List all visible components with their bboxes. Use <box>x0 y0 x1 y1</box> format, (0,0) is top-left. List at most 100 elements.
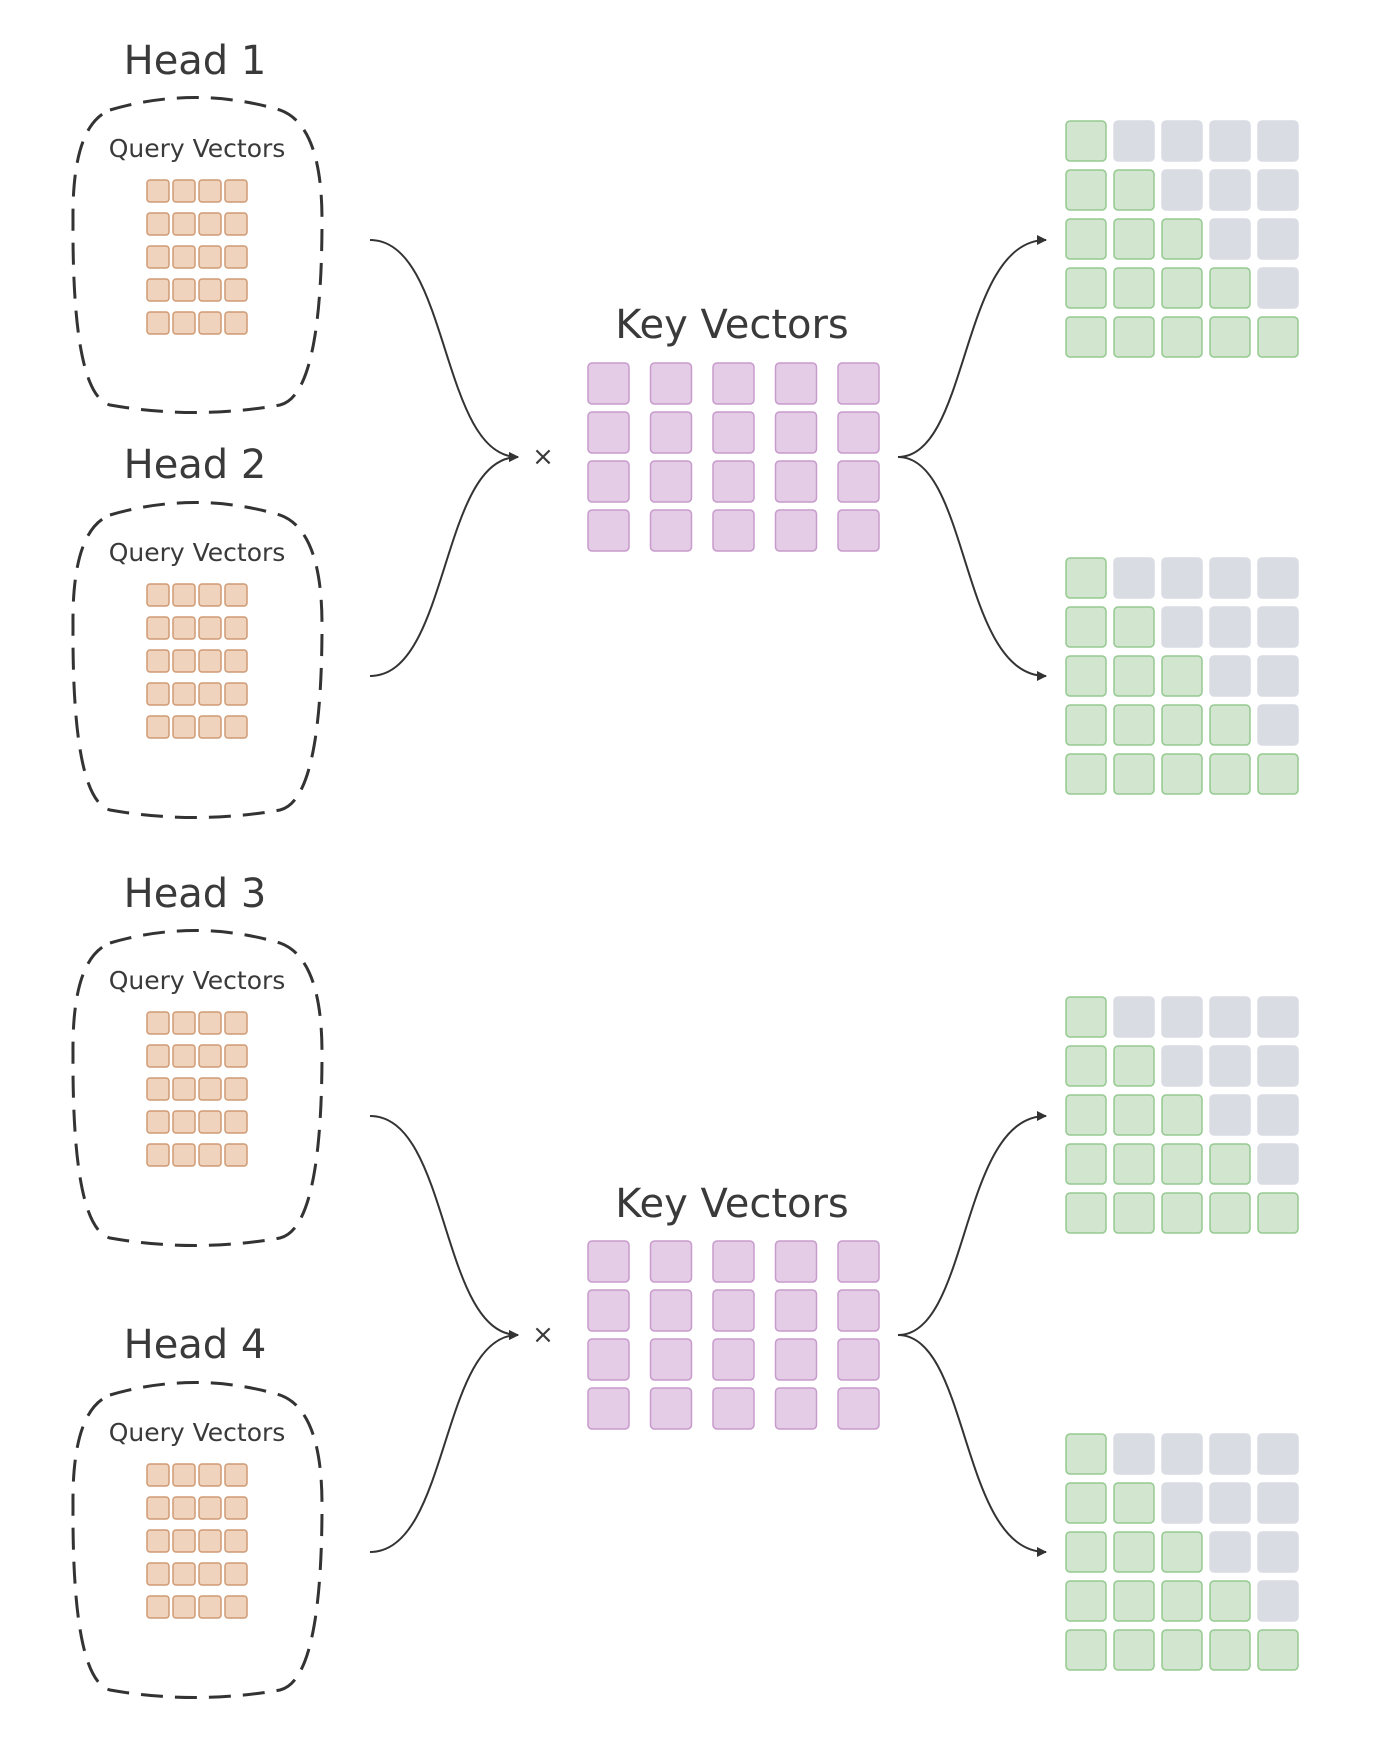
key-vector-cell <box>712 1338 755 1381</box>
query-vector-cell <box>198 278 222 302</box>
attention-score-cell <box>1257 169 1299 211</box>
attention-score-cell <box>1257 1482 1299 1524</box>
query-vector-cell <box>198 682 222 706</box>
query-vector-cell <box>198 212 222 236</box>
key-vector-cell <box>774 362 818 405</box>
query-vector-cell <box>146 245 170 269</box>
head-1-attention-scores <box>1065 120 1299 358</box>
attention-score-cell <box>1161 1531 1203 1573</box>
head-2-arrow <box>369 452 519 677</box>
head-3-query-grid <box>146 1011 248 1167</box>
attention-score-cell <box>1209 1143 1251 1185</box>
head-2-query-grid <box>146 583 248 739</box>
attention-score-cell <box>1065 120 1107 162</box>
attention-score-cell <box>1113 1192 1155 1234</box>
query-vector-cell <box>224 1529 248 1553</box>
attention-score-cell <box>1161 1094 1203 1136</box>
attention-score-cell <box>1065 218 1107 260</box>
attention-score-cell <box>1209 1192 1251 1234</box>
attention-score-cell <box>1113 120 1155 162</box>
head-4-arrow <box>369 1330 519 1553</box>
attention-score-cell <box>1113 1094 1155 1136</box>
query-vector-cell <box>172 1529 196 1553</box>
key-vector-cell <box>649 1387 693 1430</box>
attention-score-cell <box>1161 1143 1203 1185</box>
key-vector-cell <box>587 1289 630 1332</box>
attention-score-cell <box>1065 1482 1107 1524</box>
query-vector-cell <box>146 1463 170 1487</box>
query-vector-cell <box>198 715 222 739</box>
key-vectors-grid <box>587 362 880 552</box>
key-vector-cell <box>649 460 693 503</box>
query-vector-cell <box>146 212 170 236</box>
attention-score-cell <box>1257 606 1299 648</box>
attention-score-cell <box>1065 655 1107 697</box>
key-vector-cell <box>587 411 630 454</box>
score-4-arrow <box>897 1334 1047 1557</box>
key-vector-cell <box>649 1289 693 1332</box>
key-vector-cell <box>774 1338 818 1381</box>
attention-score-cell <box>1257 120 1299 162</box>
query-vector-cell <box>172 649 196 673</box>
query-vector-cell <box>172 245 196 269</box>
head-4-query-label: Query Vectors <box>109 1418 286 1447</box>
attention-score-cell <box>1209 704 1251 746</box>
attention-score-cell <box>1257 1094 1299 1136</box>
key-vector-cell <box>837 411 880 454</box>
query-vector-cell <box>224 278 248 302</box>
head-4-title: Head 4 <box>124 1322 267 1368</box>
query-vector-cell <box>198 649 222 673</box>
query-vector-cell <box>172 1595 196 1619</box>
head-3-query-label: Query Vectors <box>109 966 286 995</box>
key-vector-cell <box>837 1387 880 1430</box>
query-vector-cell <box>146 649 170 673</box>
head-3-title: Head 3 <box>124 871 267 917</box>
query-vector-cell <box>172 1011 196 1035</box>
attention-score-cell <box>1257 1629 1299 1671</box>
attention-score-cell <box>1065 1531 1107 1573</box>
key-vector-cell <box>837 362 880 405</box>
query-vector-cell <box>224 1562 248 1586</box>
attention-score-cell <box>1065 557 1107 599</box>
query-vector-cell <box>224 1044 248 1068</box>
attention-score-cell <box>1161 655 1203 697</box>
attention-score-cell <box>1113 316 1155 358</box>
attention-score-cell <box>1113 557 1155 599</box>
attention-score-cell <box>1257 1433 1299 1475</box>
attention-score-cell <box>1209 1094 1251 1136</box>
attention-score-cell <box>1161 267 1203 309</box>
attention-score-cell <box>1065 996 1107 1038</box>
attention-score-cell <box>1209 267 1251 309</box>
query-vector-cell <box>146 1077 170 1101</box>
query-vector-cell <box>172 1496 196 1520</box>
attention-score-cell <box>1161 316 1203 358</box>
key-vector-cell <box>712 1240 755 1283</box>
attention-score-cell <box>1257 1192 1299 1234</box>
attention-score-cell <box>1065 316 1107 358</box>
attention-score-cell <box>1209 1629 1251 1671</box>
attention-score-cell <box>1161 1482 1203 1524</box>
score-2-arrow <box>897 456 1047 681</box>
query-vector-cell <box>146 1595 170 1619</box>
key-vector-cell <box>774 1289 818 1332</box>
key-vector-cell <box>712 1387 755 1430</box>
key-vector-cell <box>587 1240 630 1283</box>
attention-score-cell <box>1113 1629 1155 1671</box>
query-vector-cell <box>198 1110 222 1134</box>
attention-score-cell <box>1065 1629 1107 1671</box>
attention-score-cell <box>1065 1045 1107 1087</box>
query-vector-cell <box>198 1077 222 1101</box>
attention-score-cell <box>1065 1192 1107 1234</box>
query-vector-cell <box>146 1529 170 1553</box>
head-4-attention-scores <box>1065 1433 1299 1671</box>
query-vector-cell <box>198 1562 222 1586</box>
attention-score-cell <box>1113 1045 1155 1087</box>
score-3-arrow <box>897 1111 1047 1336</box>
head-1-query-label: Query Vectors <box>109 134 286 163</box>
head-2-container <box>71 501 324 819</box>
attention-score-cell <box>1113 1433 1155 1475</box>
query-vector-cell <box>224 245 248 269</box>
attention-score-cell <box>1209 120 1251 162</box>
query-vector-cell <box>172 212 196 236</box>
query-vector-cell <box>172 1463 196 1487</box>
